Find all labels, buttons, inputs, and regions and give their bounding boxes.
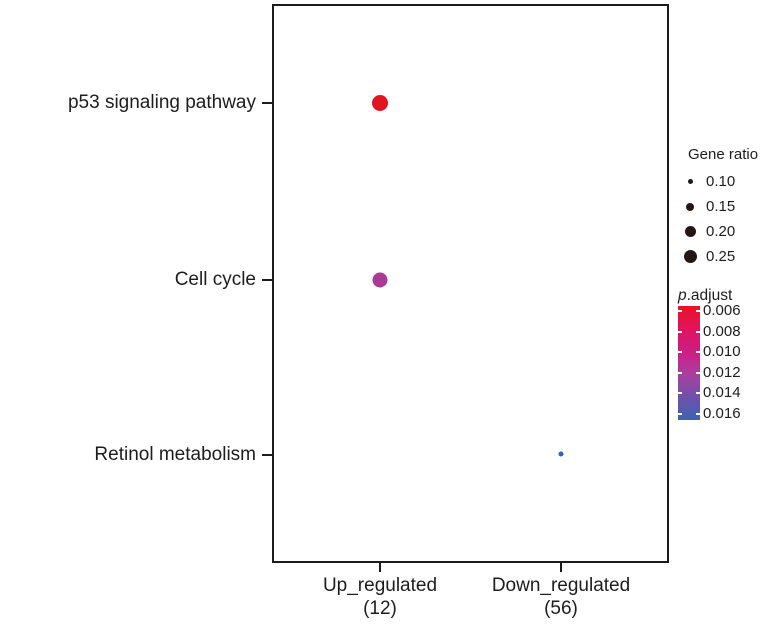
- y-axis-tick-cell-cycle: [262, 279, 272, 281]
- colorbar-tick: [696, 413, 700, 415]
- x-axis-label-down-line1: Down_regulated: [491, 575, 631, 596]
- colorbar-label: 0.006: [703, 302, 741, 319]
- y-axis-tick-retinol: [262, 454, 272, 456]
- plot-area: [272, 4, 669, 563]
- y-axis-label-retinol: Retinol metabolism: [94, 444, 256, 465]
- colorbar-tick: [678, 372, 682, 374]
- colorbar-tick: [678, 392, 682, 394]
- colorbar-label: 0.014: [703, 384, 741, 401]
- y-axis-tick-p53: [262, 102, 272, 104]
- size-legend-row: 0.10: [678, 169, 735, 194]
- colorbar-label: 0.008: [703, 323, 741, 340]
- size-legend-label: 0.25: [706, 248, 736, 265]
- colorbar-label: 0.010: [703, 343, 741, 360]
- size-legend-label: 0.10: [706, 173, 736, 190]
- colorbar-tick: [696, 331, 700, 333]
- data-point-retinol-down: [558, 451, 564, 457]
- data-point-cell-cycle-up: [372, 272, 388, 288]
- size-legend-dot-010-icon: [687, 179, 693, 184]
- color-legend-title: p.adjust: [678, 287, 732, 305]
- x-axis-label-down-regulated: Down_regulated (56): [441, 574, 681, 620]
- colorbar-label: 0.016: [703, 405, 741, 422]
- x-axis-tick-up: [379, 563, 381, 572]
- size-legend-label: 0.20: [706, 223, 736, 240]
- size-legend-row: 0.25: [678, 244, 735, 269]
- size-legend-dot-020-icon: [684, 226, 696, 237]
- size-legend-row: 0.15: [678, 194, 735, 219]
- size-legend-dot-025-icon: [683, 250, 697, 263]
- colorbar: [678, 306, 700, 420]
- colorbar-tick: [678, 351, 682, 353]
- x-axis-label-up-count: (12): [363, 598, 397, 619]
- colorbar-tick: [696, 351, 700, 353]
- colorbar-label: 0.012: [703, 364, 741, 381]
- color-legend-title-adjust: .adjust: [686, 287, 733, 304]
- x-axis-label-up-line1: Up_regulated: [322, 575, 438, 596]
- colorbar-tick: [678, 310, 682, 312]
- data-point-p53-up: [372, 95, 388, 111]
- x-axis-tick-down: [560, 563, 562, 572]
- size-legend-title: Gene ratio: [688, 146, 759, 163]
- colorbar-tick: [696, 372, 700, 374]
- size-legend: 0.10 0.15 0.20 0.25: [678, 169, 735, 269]
- colorbar-tick: [678, 413, 682, 415]
- x-axis-label-up-regulated: Up_regulated (12): [260, 574, 500, 620]
- y-axis-label-cell-cycle: Cell cycle: [174, 269, 256, 290]
- color-legend-title-p: p: [678, 287, 687, 304]
- colorbar-tick: [696, 392, 700, 394]
- colorbar-tick: [678, 331, 682, 333]
- size-legend-dot-015-icon: [686, 202, 694, 211]
- size-legend-row: 0.20: [678, 219, 735, 244]
- colorbar-tick: [696, 310, 700, 312]
- size-legend-label: 0.15: [706, 198, 736, 215]
- y-axis-label-p53: p53 signaling pathway: [67, 92, 256, 113]
- x-axis-label-down-count: (56): [544, 598, 578, 619]
